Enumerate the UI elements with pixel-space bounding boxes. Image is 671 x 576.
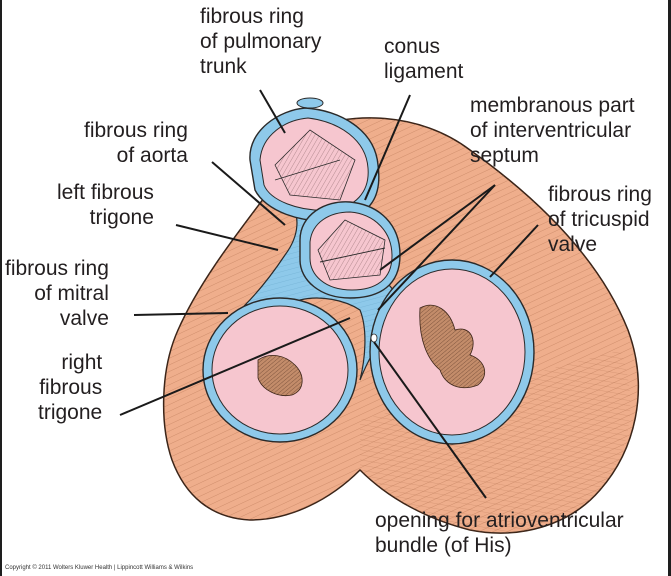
pulmonary-valve (249, 97, 380, 222)
leader-conus (364, 94, 411, 201)
label-av-bundle-opening: opening for atrioventricular bundle (of … (375, 509, 624, 557)
label-fibrous-ring-mitral: fibrous ring of mitral valve (5, 257, 109, 330)
aortic-valve (299, 201, 401, 299)
leader-aorta (211, 161, 286, 226)
leader-left-trigone (175, 224, 279, 251)
leader-pulmonary (259, 89, 286, 134)
tricuspid-valve (369, 259, 535, 445)
his-bundle-opening (370, 333, 378, 343)
label-left-fibrous-trigone: left fibrous trigone (57, 181, 154, 229)
leader-membranous-b (377, 184, 496, 311)
leader-mitral (133, 312, 229, 316)
label-conus-ligament: conus ligament (384, 35, 464, 83)
mitral-valve (202, 297, 358, 443)
label-right-fibrous-trigone: right fibrous trigone (38, 351, 103, 424)
leader-right-trigone (119, 317, 351, 416)
copyright-notice: Copyright © 2011 Wolters Kluwer Health |… (5, 565, 194, 571)
leader-tricuspid (489, 224, 539, 278)
leader-membranous-a (379, 184, 496, 271)
image-border-right (668, 0, 671, 576)
leader-lines (119, 89, 539, 499)
label-fibrous-ring-pulmonary-trunk: fibrous ring of pulmonary trunk (200, 5, 322, 78)
label-fibrous-ring-aorta: fibrous ring of aorta (84, 119, 188, 167)
image-border-left (0, 0, 2, 576)
label-fibrous-ring-tricuspid: fibrous ring of tricuspid valve (548, 183, 652, 256)
label-membranous-septum: membranous part of interventricular sept… (470, 94, 635, 167)
leader-his-bundle (373, 341, 487, 499)
